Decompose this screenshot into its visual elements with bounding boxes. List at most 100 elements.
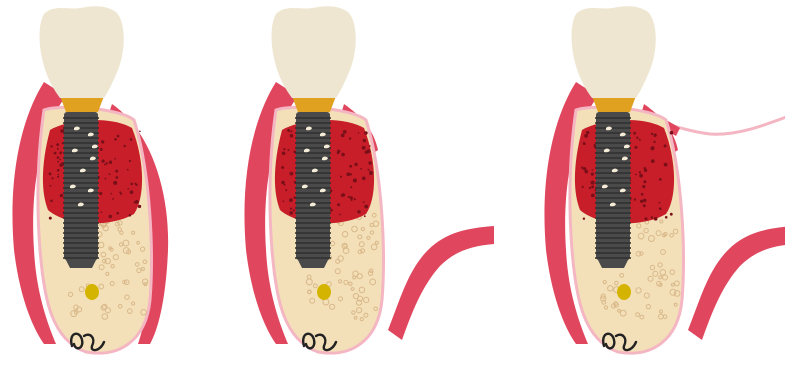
graft-dot: [664, 163, 668, 167]
graft-dot: [364, 131, 368, 135]
graft-dot: [349, 165, 352, 168]
graft-dot: [644, 167, 646, 169]
graft-dot: [129, 214, 132, 217]
graft-dot: [58, 174, 60, 176]
graft-dot: [365, 151, 368, 154]
graft-dot: [290, 172, 294, 176]
graft-dot: [115, 170, 118, 173]
graft-dot: [581, 167, 583, 169]
graft-dot: [56, 143, 59, 146]
graft-dot: [114, 158, 116, 160]
graft-dot: [654, 217, 658, 221]
graft-dot: [586, 131, 589, 134]
graft-dot: [287, 129, 290, 132]
graft-dot: [360, 168, 362, 170]
graft-dot: [351, 199, 353, 201]
graft-dot: [130, 183, 133, 186]
graft-dot: [640, 200, 643, 203]
graft-dot: [362, 146, 366, 150]
graft-dot: [281, 166, 284, 169]
crown: [40, 6, 124, 98]
graft-dot: [127, 169, 129, 171]
panel-2: [244, 6, 494, 353]
graft-dot: [354, 198, 356, 200]
graft-dot: [50, 200, 53, 203]
graft-dot: [651, 146, 655, 150]
graft-dot: [54, 152, 57, 155]
graft-dot: [101, 140, 104, 143]
crown: [272, 6, 356, 98]
graft-dot: [583, 142, 586, 145]
graft-dot: [282, 152, 286, 156]
graft-dot: [353, 179, 357, 183]
graft-dot: [350, 196, 353, 199]
graft-dot: [283, 200, 285, 202]
graft-dot: [643, 180, 646, 183]
graft-dot: [664, 144, 667, 147]
graft-dot: [348, 196, 350, 198]
graft-dot: [639, 139, 641, 141]
abutment-collar: [60, 96, 104, 112]
graft-dot: [354, 163, 357, 166]
graft-dot: [60, 194, 64, 198]
graft-dot: [129, 160, 131, 162]
graft-dot: [59, 159, 61, 161]
graft-dot: [369, 145, 371, 147]
graft-dot: [104, 164, 106, 166]
graft-dot: [363, 139, 366, 142]
graft-dot: [100, 148, 103, 151]
graft-dot: [106, 162, 108, 164]
graft-dot: [653, 134, 656, 137]
graft-dot: [116, 176, 119, 179]
graft-dot: [112, 198, 114, 200]
graft-dot: [109, 215, 113, 219]
graft-dot: [117, 212, 120, 215]
graft-dot: [50, 145, 52, 147]
graft-dot: [635, 174, 637, 176]
graft-dot: [659, 207, 662, 210]
graft-dot: [290, 134, 294, 138]
graft-dot: [659, 202, 661, 204]
graft-dot: [102, 160, 105, 163]
graft-dot: [634, 146, 637, 149]
graft-dot: [592, 169, 594, 171]
graft-dot: [591, 173, 594, 176]
graft-dot: [363, 201, 365, 203]
graft-dot: [52, 177, 54, 179]
graft-dot: [636, 137, 638, 139]
graft-dot: [589, 187, 591, 189]
graft-dot: [57, 176, 59, 178]
graft-dot: [339, 214, 341, 216]
graft-dot: [59, 151, 62, 154]
graft-dot: [289, 198, 293, 202]
graft-dot: [117, 135, 120, 138]
graft-dot: [641, 193, 644, 196]
graft-dot: [138, 205, 141, 208]
graft-dot: [283, 148, 285, 150]
graft-dot: [284, 184, 286, 186]
graft-dot: [643, 204, 646, 207]
graft-dot: [135, 200, 139, 204]
graft-dot: [591, 194, 595, 198]
graft-dot: [368, 169, 370, 171]
graft-dot: [670, 213, 673, 216]
graft-dot: [57, 161, 59, 163]
graft-dot: [49, 185, 51, 187]
graft-dot: [290, 130, 292, 132]
graft-dot: [639, 174, 643, 178]
graft-dot: [285, 189, 287, 191]
panel-1: [12, 6, 168, 353]
graft-dot: [289, 211, 293, 215]
graft-dot: [634, 198, 636, 200]
graft-dot: [350, 186, 352, 188]
graft-dot: [349, 137, 351, 139]
graft-dot: [591, 185, 594, 188]
graft-dot: [651, 216, 653, 218]
graft-dot: [111, 193, 113, 195]
graft-dot: [113, 181, 117, 185]
graft-dot: [293, 209, 295, 211]
graft-dot: [665, 216, 668, 219]
graft-dot: [124, 145, 126, 147]
reflected-flap: [688, 226, 785, 340]
